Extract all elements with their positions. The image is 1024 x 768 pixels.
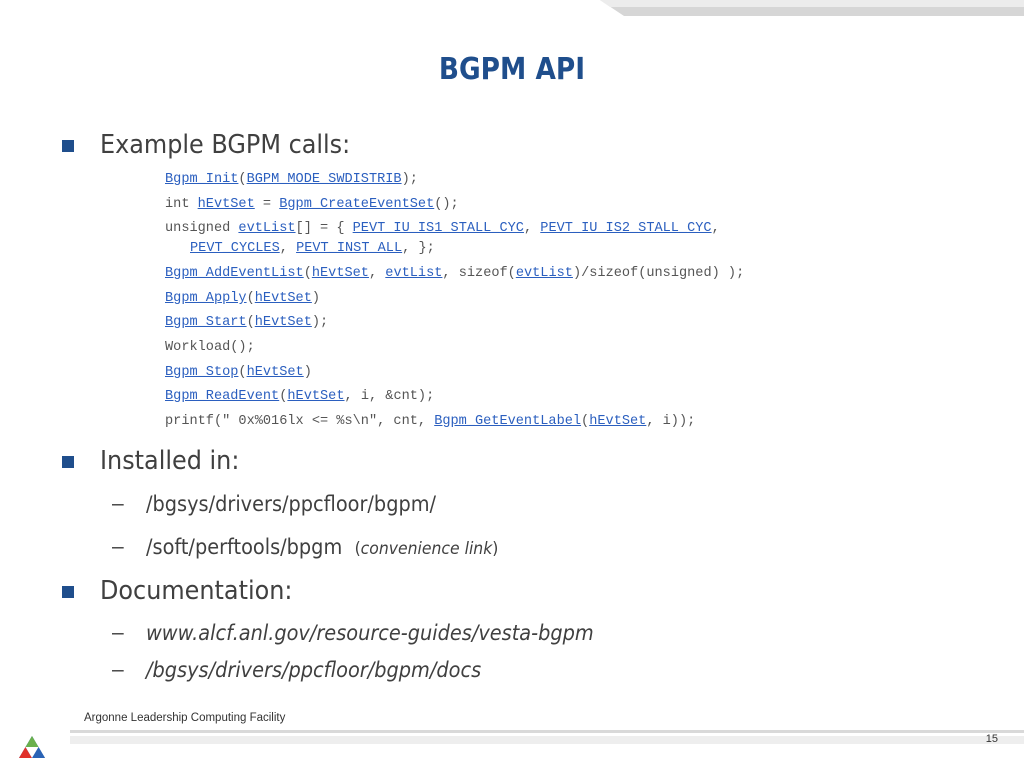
code-text: , (279, 241, 297, 256)
bullet-installed-in: Installed in: (100, 446, 240, 476)
bullet-marker (62, 586, 74, 598)
code-text: , }; (402, 241, 435, 256)
installed-path-1: /bgsys/drivers/ppcfloor/bgpm/ (146, 492, 437, 516)
code-text: printf(" 0x%016lx <= %s\n", cnt, (165, 414, 435, 429)
doc-link-vesta[interactable]: www.alcf.anl.gov/resource-guides/vesta-b… (146, 621, 594, 645)
code-line: printf(" 0x%016lx <= %s\n", cnt, Bgpm_Ge… (165, 414, 695, 430)
code-link[interactable]: PEVT_CYCLES (190, 241, 280, 256)
code-text: , sizeof( (442, 266, 516, 281)
code-text: )/sizeof(unsigned) ); (572, 266, 745, 281)
code-line: int hEvtSet = Bgpm_CreateEventSet(); (165, 197, 459, 213)
code-link[interactable]: evtList (238, 221, 296, 236)
code-link[interactable]: Bgpm_GetEventLabel (434, 414, 582, 429)
code-line: Bgpm_Init(BGPM_MODE_SWDISTRIB); (165, 172, 418, 188)
code-link[interactable]: hEvtSet (311, 266, 369, 281)
code-line: Bgpm_Apply(hEvtSet) (165, 291, 320, 307)
code-link[interactable]: hEvtSet (197, 197, 255, 212)
code-text: , (368, 266, 386, 281)
dash-marker: – (112, 658, 124, 681)
code-line: PEVT_CYCLES, PEVT_INST_ALL, }; (190, 241, 435, 257)
code-link[interactable]: BGPM_MODE_SWDISTRIB (246, 172, 402, 187)
code-text: ( (246, 291, 255, 306)
code-text: , i)); (646, 414, 696, 429)
code-line: Workload(); (165, 340, 255, 356)
doc-path-bgpm-docs: /bgsys/drivers/ppcfloor/bgpm/docs (146, 658, 482, 682)
code-text: , (711, 221, 720, 236)
code-link[interactable]: hEvtSet (254, 291, 312, 306)
code-text: = (254, 197, 280, 212)
installed-path-2-text: /soft/perftools/bpgm (146, 535, 343, 559)
code-link[interactable]: Bgpm_Stop (165, 365, 239, 380)
code-link[interactable]: PEVT_INST_ALL (296, 241, 403, 256)
code-line: unsigned evtList[] = { PEVT_IU_IS1_STALL… (165, 221, 720, 237)
code-link[interactable]: hEvtSet (254, 315, 312, 330)
code-text: , i, &cnt); (344, 389, 435, 404)
dash-marker: – (112, 621, 124, 644)
code-link[interactable]: hEvtSet (589, 414, 647, 429)
note-paren-close: ) (492, 539, 499, 559)
bullet-example-calls: Example BGPM calls: (100, 130, 351, 160)
header-band (600, 0, 1024, 16)
code-text: ( (303, 266, 312, 281)
code-text: ); (401, 172, 418, 187)
bullet-marker (62, 456, 74, 468)
bullet-marker (62, 140, 74, 152)
convenience-link-note: convenience link (360, 539, 493, 559)
code-link[interactable]: Bgpm_Start (165, 315, 247, 330)
code-text: ( (238, 365, 247, 380)
bullet-documentation: Documentation: (100, 576, 293, 606)
argonne-logo-icon (18, 735, 46, 759)
dash-marker: – (112, 492, 124, 515)
code-link[interactable]: Bgpm_Apply (165, 291, 247, 306)
code-link[interactable]: Bgpm_Init (165, 172, 239, 187)
code-line: Bgpm_Start(hEvtSet); (165, 315, 328, 331)
code-link[interactable]: Bgpm_AddEventList (165, 266, 304, 281)
code-text: (); (434, 197, 459, 212)
code-link[interactable]: hEvtSet (246, 365, 304, 380)
code-text: unsigned (165, 221, 239, 236)
code-link[interactable]: Bgpm_ReadEvent (165, 389, 280, 404)
code-link[interactable]: PEVT_IU_IS1_STALL_CYC (352, 221, 524, 236)
code-text: ( (238, 172, 247, 187)
code-link[interactable]: Bgpm_CreateEventSet (279, 197, 435, 212)
dash-marker: – (112, 535, 124, 558)
code-text: [] = { (295, 221, 353, 236)
code-link[interactable]: evtList (515, 266, 573, 281)
code-text: Workload(); (165, 340, 255, 355)
code-link[interactable]: PEVT_IU_IS2_STALL_CYC (540, 221, 712, 236)
code-text: int (165, 197, 198, 212)
footer-divider (70, 730, 1024, 733)
code-link[interactable]: evtList (385, 266, 443, 281)
slide-title: BGPM API (438, 52, 586, 87)
code-text: ( (279, 389, 288, 404)
footer-org-name: Argonne Leadership Computing Facility (84, 712, 286, 724)
code-text: ); (311, 315, 329, 330)
installed-path-2: /soft/perftools/bpgm (convenience link) (146, 535, 498, 559)
footer-band (70, 736, 1024, 744)
page-number: 15 (985, 733, 998, 745)
code-line: Bgpm_Stop(hEvtSet) (165, 365, 312, 381)
code-text: , (523, 221, 541, 236)
code-text: ) (303, 365, 312, 380)
code-text: ) (311, 291, 321, 306)
code-link[interactable]: hEvtSet (287, 389, 345, 404)
code-text: ( (581, 414, 590, 429)
note-paren-open: ( (354, 539, 361, 559)
code-line: Bgpm_AddEventList(hEvtSet, evtList, size… (165, 266, 744, 282)
code-text: ( (246, 315, 255, 330)
code-line: Bgpm_ReadEvent(hEvtSet, i, &cnt); (165, 389, 434, 405)
